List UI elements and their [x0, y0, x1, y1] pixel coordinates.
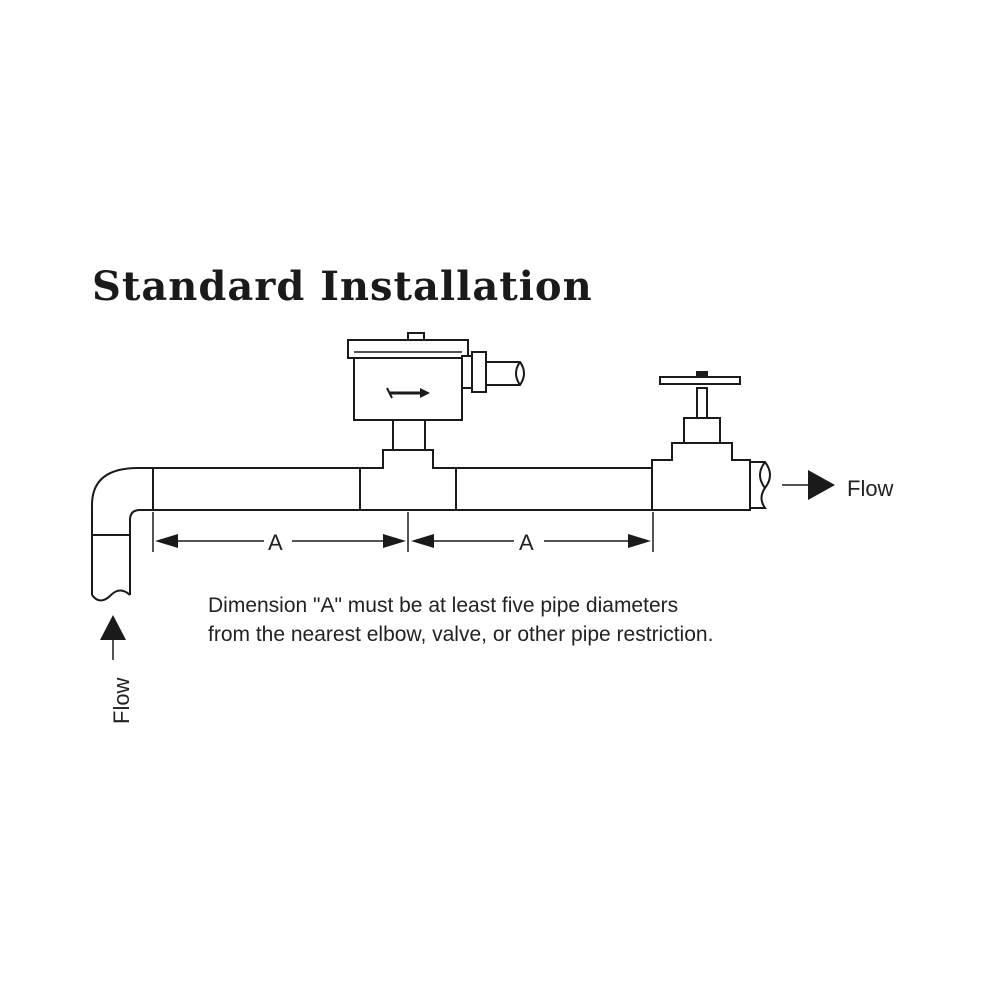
inlet-flow-arrow	[100, 615, 126, 660]
dimension-label-a-1: A	[268, 530, 283, 555]
sensor-housing	[347, 332, 525, 421]
flow-arrow-icon	[386, 387, 430, 399]
dimension-lines	[152, 512, 654, 552]
note-line-2: from the nearest elbow, valve, or other …	[208, 623, 713, 646]
diagram-title: Standard Installation	[92, 263, 593, 310]
flow-label-outlet: Flow	[847, 476, 894, 501]
inlet-elbow-pipe	[91, 467, 155, 602]
valve-body	[651, 371, 751, 511]
dimension-label-a-2: A	[519, 530, 534, 555]
sensor-stem	[387, 419, 431, 451]
pipe-section-upstream	[152, 467, 361, 511]
note-line-1: Dimension "A" must be at least five pipe…	[208, 594, 678, 617]
outlet-pipe-end	[750, 461, 771, 509]
flow-label-inlet: Flow	[109, 677, 134, 724]
pipe-section-downstream	[455, 467, 653, 511]
tee-fitting	[359, 449, 457, 511]
outlet-flow-arrow	[782, 470, 835, 500]
